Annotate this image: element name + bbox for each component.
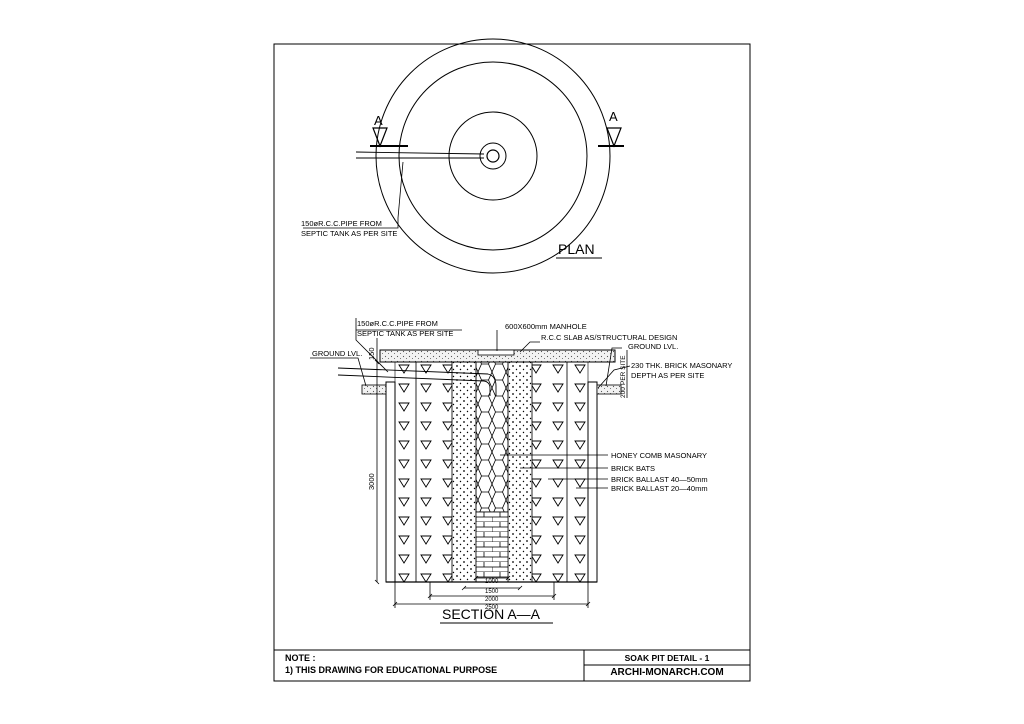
- masonry-note-line2: DEPTH AS PER SITE: [631, 371, 704, 380]
- section-pipe-top: [337, 367, 489, 375]
- section-right-wall: [587, 381, 598, 583]
- brick-bats-right: [507, 361, 533, 583]
- section-title: SECTION A—A: [442, 606, 541, 622]
- title-block: [274, 649, 750, 681]
- plan-pipe-note-line1: 150øR.C.C.PIPE FROM: [301, 219, 382, 228]
- plan-circle-5: [486, 149, 500, 163]
- section-left-wall: [385, 381, 396, 583]
- ballast-40-50-left: [415, 361, 453, 583]
- plan-pipe-leader: [303, 161, 404, 229]
- masonry-note-line1: 230 THK. BRICK MASONARY: [631, 361, 732, 370]
- slab-leader: [519, 341, 540, 353]
- plan-title: PLAN: [558, 241, 595, 257]
- dim-w2: 1500: [485, 589, 499, 595]
- plan-pipe-note-line2: SEPTIC TANK AS PER SITE: [301, 229, 397, 238]
- ballast-20-40-left: [394, 361, 417, 583]
- dim-ground-depth-label: 200: [620, 387, 627, 398]
- plan-pipe-top: [355, 151, 485, 155]
- legend-honeycomb: HONEY COMB MASONARY: [611, 451, 707, 460]
- ballast-40-50-right: [531, 361, 568, 583]
- plan-circle-3: [448, 111, 538, 201]
- ground-right-leader: [605, 347, 622, 387]
- legend-brick-bats: BRICK BATS: [611, 464, 655, 473]
- note-line: 1) THIS DRAWING FOR EDUCATIONAL PURPOSE: [285, 665, 498, 675]
- ground-strip-left: [361, 384, 387, 395]
- section-marker-left: A: [370, 113, 408, 148]
- slab-note: R.C.C SLAB AS/STRUCTURAL DESIGN: [541, 333, 677, 342]
- section-pipe-bend: [483, 373, 497, 396]
- dim-w1: 1000: [485, 579, 499, 585]
- plan-circle-4: [479, 142, 507, 170]
- dim-depth-label: 3000: [367, 473, 376, 490]
- manhole-note: 600X600mm MANHOLE: [505, 322, 587, 331]
- section-view: GROUND LVL. GROUND LVL. 150øR.C.C.PIPE F…: [310, 318, 732, 624]
- sheet-border: [273, 43, 751, 682]
- section-marker-left-label: A: [374, 113, 383, 128]
- plan-outer-circle: [375, 38, 611, 274]
- ground-strip-right: [596, 384, 622, 395]
- honeycomb-masonry: [475, 361, 509, 513]
- note-heading: NOTE :: [285, 653, 316, 663]
- dim-w3: 2000: [485, 597, 499, 603]
- brand-label: ARCHI-MONARCH.COM: [610, 667, 724, 678]
- manhole-opening: [477, 349, 515, 356]
- ground-level-left: GROUND LVL.: [312, 349, 362, 358]
- ground-left-leader: [310, 357, 367, 387]
- brick-bats-left: [451, 361, 477, 583]
- section-marker-right-label: A: [609, 109, 618, 124]
- dim-slab-label: 150: [367, 347, 376, 360]
- brick-core: [475, 511, 509, 583]
- ballast-20-40-right: [566, 361, 589, 583]
- plan-circle-2: [398, 61, 588, 251]
- drawing-title: SOAK PIT DETAIL - 1: [624, 653, 710, 663]
- section-pipe-note-line2: SEPTIC TANK AS PER SITE: [357, 329, 453, 338]
- plan-view: A A 150øR.C.C.PIPE FROM SEPTIC TANK AS P…: [301, 38, 624, 274]
- section-pipe-note-line1: 150øR.C.C.PIPE FROM: [357, 319, 438, 328]
- legend-ballast-40-50: BRICK BALLAST 40—50mm: [611, 475, 708, 484]
- dim-per-site-label: PER SITE: [620, 355, 627, 385]
- ground-level-right: GROUND LVL.: [628, 342, 678, 351]
- section-pipe-bottom: [337, 374, 485, 382]
- horizontal-dimensions: [392, 575, 591, 608]
- masonry-leader: [597, 365, 631, 389]
- section-marker-right: A: [598, 109, 624, 148]
- legend-ballast-20-40: BRICK BALLAST 20—40mm: [611, 484, 708, 493]
- dim-w4: 2500: [485, 605, 499, 611]
